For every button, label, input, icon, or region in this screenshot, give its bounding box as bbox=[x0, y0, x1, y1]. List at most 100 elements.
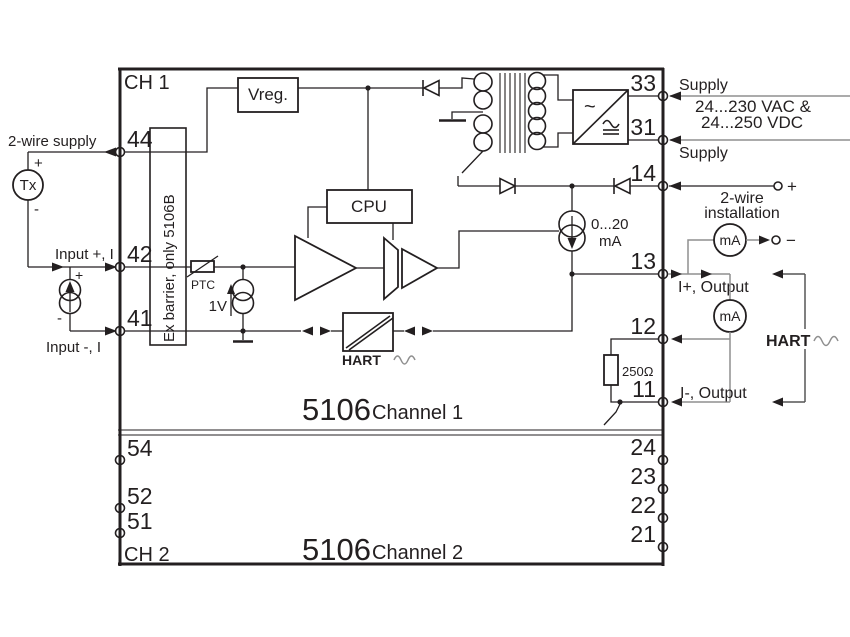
terminal-31-label: 31 bbox=[630, 114, 656, 140]
ch1-internal-circuit: Vreg. CPU PTC 1V bbox=[124, 71, 659, 426]
terminal-22 bbox=[657, 512, 669, 524]
hart-wave-icon bbox=[813, 335, 839, 347]
terminal-21-label: 21 bbox=[630, 521, 656, 547]
terminal-41-label: 41 bbox=[127, 305, 153, 331]
arrow-left-icon bbox=[671, 397, 682, 407]
amplifier-symbol bbox=[294, 234, 358, 302]
ex-barrier-block: Ex barrier, only 5106B bbox=[149, 127, 187, 346]
two-wire-installation-label-1: 2-wire bbox=[720, 190, 764, 207]
ch1-model-label: 5106 bbox=[302, 392, 371, 427]
external-left-wiring: 2-wire supply Tx + - Input +, I + - Inpu… bbox=[8, 133, 117, 356]
hart-wave-icon bbox=[393, 355, 416, 365]
terminal-51-label: 51 bbox=[127, 508, 153, 534]
arrow-left-icon bbox=[669, 181, 681, 191]
terminal-22-label: 22 bbox=[630, 492, 656, 518]
arrow-right-icon bbox=[105, 326, 117, 336]
supply-vdc-label: 24...250 VDC bbox=[701, 113, 803, 132]
one-volt-label: 1V bbox=[209, 298, 227, 315]
arrow-right-icon bbox=[759, 235, 770, 245]
ch2-left-terminals: 54 52 51 bbox=[114, 435, 153, 539]
terminal-54-label: 54 bbox=[127, 435, 153, 461]
supply-vac-label: 24...230 VAC & bbox=[695, 97, 812, 116]
arrow-up-icon bbox=[227, 284, 235, 294]
terminal-52 bbox=[114, 502, 126, 514]
diode-icon bbox=[499, 177, 517, 195]
arrow-right-icon bbox=[701, 269, 712, 279]
loop-minus-label: − bbox=[786, 231, 796, 250]
terminal-23-label: 23 bbox=[630, 463, 656, 489]
ground-icon bbox=[233, 331, 253, 343]
arrow-left-icon bbox=[772, 397, 783, 407]
ch2-channel-label: Channel 2 bbox=[372, 542, 463, 564]
terminal-42-label: 42 bbox=[127, 241, 153, 267]
one-volt-source-symbol: 1V bbox=[209, 267, 255, 331]
hart-resistor-branch: 250Ω bbox=[603, 338, 659, 426]
terminal-13-label: 13 bbox=[630, 248, 656, 274]
i-minus-output-label: I-, Output bbox=[680, 385, 747, 402]
loop-plus-label: + bbox=[787, 177, 797, 196]
hart-communicator-label: HART bbox=[766, 333, 811, 350]
terminal-31 bbox=[657, 134, 669, 146]
diode-icon bbox=[613, 177, 631, 195]
terminal-14 bbox=[657, 180, 669, 192]
supply-bottom-label: Supply bbox=[679, 145, 728, 162]
diode-icon bbox=[422, 79, 440, 97]
terminal-33-label: 33 bbox=[630, 70, 656, 96]
input-minus-label: Input -, I bbox=[46, 339, 101, 356]
terminal-21 bbox=[657, 541, 669, 553]
ground-icon bbox=[439, 111, 483, 122]
ch1-left-terminals: 44 42 41 bbox=[114, 126, 153, 337]
terminal-44-label: 44 bbox=[127, 126, 153, 152]
two-wire-installation-label-2: installation bbox=[704, 205, 780, 222]
terminal-12 bbox=[657, 333, 669, 345]
ch1-right-terminals: 33 31 14 13 12 11 bbox=[630, 70, 669, 408]
arrow-left-icon bbox=[104, 147, 116, 157]
arrow-left-icon bbox=[669, 91, 681, 101]
terminal-23 bbox=[657, 483, 669, 495]
arrow-right-icon bbox=[105, 262, 117, 272]
hart-communicator-loop: HART bbox=[762, 269, 844, 407]
two-wire-supply-label: 2-wire supply bbox=[8, 133, 97, 150]
input-plus-label: Input +, I bbox=[55, 246, 114, 263]
terminal-54 bbox=[114, 454, 126, 466]
switch-icon bbox=[457, 150, 484, 186]
dc-symbol-wave bbox=[602, 119, 620, 129]
ch1-corner-label: CH 1 bbox=[124, 72, 170, 94]
ma-meter-2-label: mA bbox=[720, 308, 742, 324]
arrow-left-icon bbox=[302, 326, 313, 336]
terminal-14-label: 14 bbox=[630, 160, 656, 186]
ch2-model-label: 5106 bbox=[302, 532, 371, 567]
ac-symbol: ~ bbox=[584, 96, 596, 118]
arrow-right-icon bbox=[320, 326, 331, 336]
transformer-symbol bbox=[473, 71, 547, 153]
ch1-channel-label: Channel 1 bbox=[372, 402, 463, 424]
arrow-right-icon bbox=[422, 326, 433, 336]
loop-minus-connection-point bbox=[771, 235, 781, 245]
arrow-left-icon bbox=[669, 135, 681, 145]
terminal-13 bbox=[657, 268, 669, 280]
ptc-label: PTC bbox=[191, 278, 215, 292]
hart-modem-label: HART bbox=[342, 352, 381, 368]
loop-plus-connection-point bbox=[773, 181, 783, 191]
ch2-corner-label: CH 2 bbox=[124, 544, 170, 566]
supply-top-label: Supply bbox=[679, 77, 728, 94]
resistor-250ohm-symbol bbox=[603, 354, 619, 386]
output-amplifier-symbol bbox=[401, 247, 439, 290]
resistor-250ohm-label: 250Ω bbox=[622, 364, 654, 379]
arrow-right-icon bbox=[52, 262, 64, 272]
cs-minus-label: - bbox=[57, 310, 62, 327]
arrow-down-icon bbox=[567, 238, 577, 249]
channel1-enclosure bbox=[118, 67, 665, 566]
cs-plus-label: + bbox=[75, 267, 83, 283]
ch2-right-terminals: 24 23 22 21 bbox=[630, 434, 669, 553]
terminal-52-label: 52 bbox=[127, 483, 153, 509]
transmitter-label: Tx bbox=[20, 177, 37, 194]
junction-dot bbox=[617, 399, 623, 405]
arrow-left-icon bbox=[772, 269, 783, 279]
terminal-51 bbox=[114, 527, 126, 539]
hart-modem-block: HART bbox=[302, 274, 573, 368]
terminal-11-label: 11 bbox=[632, 376, 656, 402]
input-current-source-symbol: + - bbox=[57, 267, 83, 331]
external-right-wiring: Supply 24...230 VAC & 24...250 VDC Suppl… bbox=[668, 77, 850, 407]
vreg-block bbox=[237, 77, 299, 113]
